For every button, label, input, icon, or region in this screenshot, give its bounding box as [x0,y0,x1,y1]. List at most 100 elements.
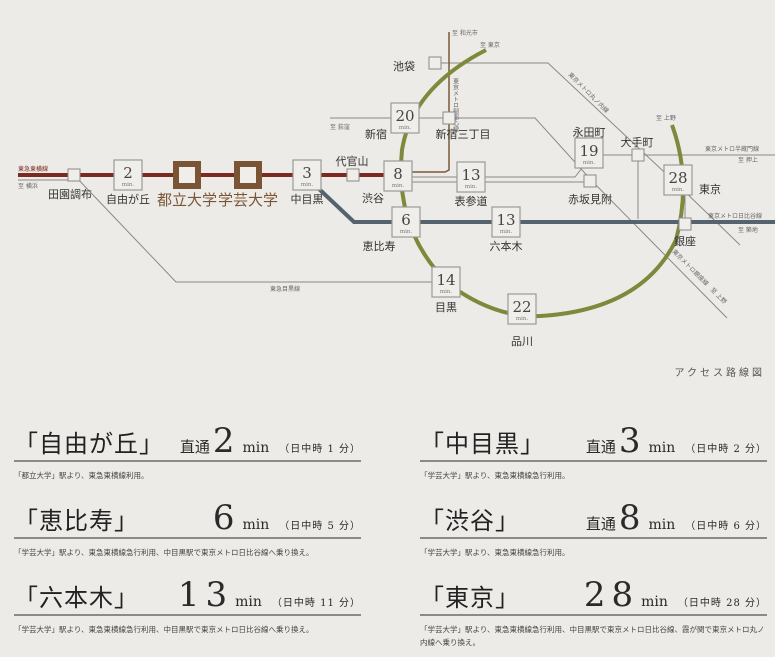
line-label-fukutoshin: 東京メトロ副都心線 [452,77,459,132]
station-gakugeidaigaku[interactable]: 学芸大学 [218,161,278,209]
map-caption: アクセス路線図 [674,368,765,379]
station-name: 学芸大学 [218,191,278,209]
station-name: 永田町 [573,125,606,139]
direct-label: 直通 [179,438,210,456]
station-box [663,164,693,196]
destination-title: 「渋谷」 [420,507,520,535]
min-label: min. [400,229,413,235]
access-card: 「恵比寿」 6 min （日中時 5 分） 「学芸大学」駅より、東急東横線急行利… [14,501,361,559]
access-card: 「中目黒」 直通 3 min （日中時 2 分） 「学芸大学」駅より、東急東横線… [420,424,767,482]
access-row: 「渋谷」 直通 8 min （日中時 6 分） [420,501,767,539]
station-name: 中目黒 [291,193,324,206]
meguro-line [73,174,446,283]
station-daikanyama[interactable]: 代官山 [336,154,369,182]
line-label-hanzomon: 東京メトロ半蔵門線 [705,145,759,153]
station-denenchofu[interactable]: 田園調布 [48,168,92,201]
travel-time: 直通 8 min （日中時 6 分） [585,498,767,538]
minutes-unit: min [648,517,676,533]
home-station-marker [234,161,262,189]
station-marker [428,56,442,70]
station-ikebukuro[interactable]: 池袋 [393,56,442,73]
station-marker [678,217,692,231]
station-name: 赤坂見附 [568,192,612,206]
station-otemachi[interactable]: 大手町 [621,135,654,162]
station-marker [631,148,645,162]
direct-label: 直通 [585,515,616,533]
station-name: 新宿三丁目 [436,127,491,141]
destination-title: 「六本木」 [14,584,139,612]
line-label-to-wakoshi: 至 和光市 [452,29,478,37]
access-card: 「六本木」 13 min （日中時 11 分） 「学芸大学」駅より、東急東横線急… [14,578,361,636]
access-row: 「恵比寿」 6 min （日中時 5 分） [14,501,361,539]
station-name: 銀座 [674,234,696,248]
minutes-unit: min [242,517,270,533]
station-minutes: 13 [496,211,515,229]
daytime-minutes: （日中時 28 分） [677,598,767,609]
line-label-to-ogikubo: 至 荻窪 [330,123,350,131]
station-ginza[interactable]: 銀座 [674,217,696,248]
min-label: min. [122,182,135,188]
station-marker [442,111,456,125]
minutes-value: 13 [177,575,234,615]
access-card: 「渋谷」 直通 8 min （日中時 6 分） 「学芸大学」駅より、東急東横線急… [420,501,767,559]
minutes-value: 3 [618,421,647,461]
line-label-to-ueno-yamanote: 至 上野 [656,114,676,122]
marunouchi-line-north [435,62,741,246]
station-name: 目黒 [435,301,457,314]
station-toritsudaigaku[interactable]: 都立大学 [157,161,217,209]
destination-title: 「東京」 [420,584,520,612]
min-label: min. [516,316,529,322]
line-label-hibiya: 東京メトロ日比谷線 [708,212,762,220]
station-marker [583,174,597,188]
min-label: min. [399,125,412,131]
station-marker [67,168,81,182]
destination-title: 「恵比寿」 [14,507,139,535]
daytime-minutes: （日中時 6 分） [685,521,767,532]
line-label-to-tsukiji: 至 築地 [738,226,758,234]
route-note: 「学芸大学」駅より、東急東横線急行利用、中目黒駅で東京メトロ日比谷線へ乗り換え。 [14,625,314,634]
station-name: 東京 [699,182,721,196]
station-minutes: 22 [512,298,531,316]
station-box [574,137,604,169]
min-label: min. [583,160,596,166]
station-box [431,266,461,298]
station-box [507,293,537,325]
min-label: min. [440,289,453,295]
min-label: min. [500,229,513,235]
route-note: 「学芸大学」駅より、東急東横線急行利用。 [420,471,570,480]
daytime-minutes: （日中時 2 分） [685,444,767,455]
station-box [390,102,420,134]
station-name: 池袋 [393,59,415,73]
station-minutes: 6 [401,211,411,229]
minutes-value: 8 [618,498,647,538]
access-card: 「東京」 28 min （日中時 28 分） 「学芸大学」駅より、東急東横線急行… [420,578,767,649]
daytime-minutes: （日中時 5 分） [279,521,361,532]
station-name: 大手町 [621,135,654,149]
home-station-marker [173,161,201,189]
destination-title: 「自由が丘」 [14,430,164,458]
minutes-unit: min [242,440,270,456]
station-akasakamitsuke[interactable]: 赤坂見附 [568,174,612,206]
daytime-minutes: （日中時 11 分） [271,598,361,609]
station-box [292,159,322,191]
station-shinjukusanchome[interactable]: 新宿三丁目 [436,111,491,141]
min-label: min. [392,183,405,189]
station-name: 都立大学 [157,191,217,209]
marunouchi-line-west [330,117,728,319]
destination-title: 「中目黒」 [420,430,545,458]
station-name: 六本木 [490,239,523,253]
minutes-value: 28 [583,575,640,615]
travel-time: 直通 3 min （日中時 2 分） [586,421,767,461]
travel-time: 6 min （日中時 5 分） [210,501,361,535]
